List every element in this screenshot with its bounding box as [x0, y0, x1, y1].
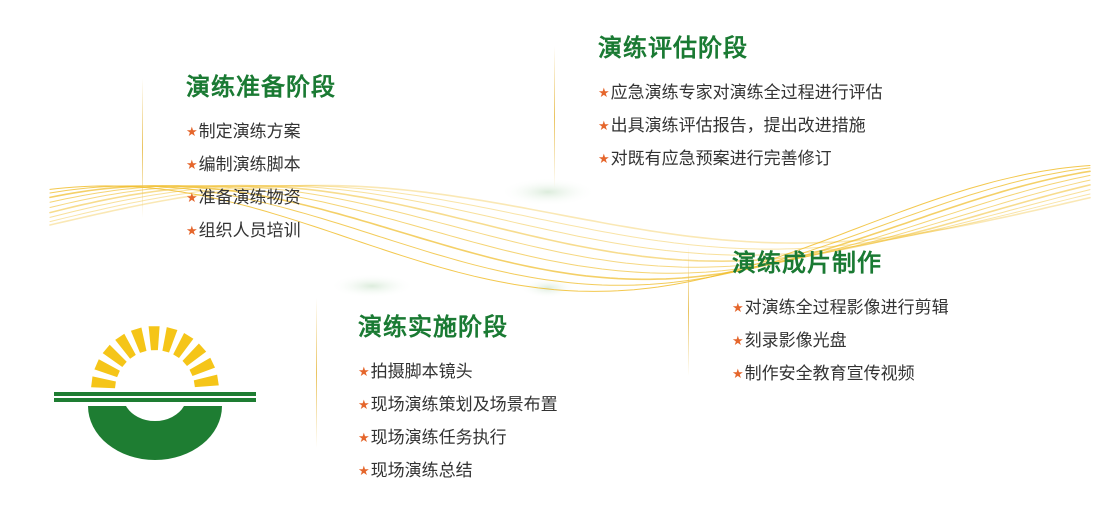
wave-line	[49, 165, 1091, 292]
list-item: ★编制演练脚本	[186, 149, 336, 182]
list-item: ★现场演练策划及场景布置	[358, 389, 558, 422]
sun-ray	[94, 359, 120, 378]
divider-line-post	[688, 246, 689, 376]
list-item: ★组织人员培训	[186, 215, 336, 248]
stage-title: 演练准备阶段	[186, 73, 336, 101]
stage-post: 演练成片制作 ★对演练全过程影像进行剪辑 ★刻录影像光盘 ★制作安全教育宣传视频	[732, 248, 949, 391]
sun-ray	[91, 376, 116, 389]
item-text: 应急演练专家对演练全过程进行评估	[610, 83, 883, 103]
item-text: 出具演练评估报告，提出改进措施	[610, 116, 866, 136]
list-item: ★现场演练总结	[358, 455, 558, 488]
item-text: 刻录影像光盘	[744, 331, 847, 351]
star-icon: ★	[186, 125, 198, 140]
item-text: 现场演练总结	[370, 461, 473, 481]
list-item: ★现场演练任务执行	[358, 422, 558, 455]
item-text: 组织人员培训	[198, 221, 301, 241]
item-text: 准备演练物资	[198, 188, 301, 208]
star-icon: ★	[598, 86, 610, 101]
sunrise-bowl-logo-icon	[54, 326, 256, 460]
stage-item-list: ★应急演练专家对演练全过程进行评估 ★出具演练评估报告，提出改进措施 ★对既有应…	[598, 77, 883, 176]
item-text: 对演练全过程影像进行剪辑	[744, 298, 949, 318]
wave-line	[49, 174, 1091, 274]
stage-item-list: ★拍摄脚本镜头 ★现场演练策划及场景布置 ★现场演练任务执行 ★现场演练总结	[358, 356, 558, 488]
sun-ray	[193, 374, 219, 388]
sun-ray	[115, 333, 136, 359]
list-item: ★制定演练方案	[186, 116, 336, 149]
stage-eval: 演练评估阶段 ★应急演练专家对演练全过程进行评估 ★出具演练评估报告，提出改进措…	[598, 33, 883, 176]
star-icon: ★	[186, 191, 198, 206]
divider-line-prep	[142, 78, 143, 218]
stage-prep: 演练准备阶段 ★制定演练方案 ★编制演练脚本 ★准备演练物资 ★组织人员培训	[186, 72, 336, 248]
divider-line-eval	[554, 46, 555, 188]
sun-ray	[130, 327, 147, 353]
list-item: ★制作安全教育宣传视频	[732, 358, 949, 391]
list-item: ★出具演练评估报告，提出改进措施	[598, 110, 883, 143]
item-text: 现场演练任务执行	[370, 428, 507, 448]
item-text: 制作安全教育宣传视频	[744, 364, 915, 384]
item-text: 制定演练方案	[198, 122, 301, 142]
star-icon: ★	[598, 152, 610, 167]
stage-item-list: ★对演练全过程影像进行剪辑 ★刻录影像光盘 ★制作安全教育宣传视频	[732, 292, 949, 391]
star-icon: ★	[358, 398, 370, 413]
star-icon: ★	[732, 334, 744, 349]
star-icon: ★	[358, 464, 370, 479]
wave-line	[49, 179, 1091, 268]
sun-ray	[173, 333, 194, 358]
stage-item-list: ★制定演练方案 ★编制演练脚本 ★准备演练物资 ★组织人员培训	[186, 116, 336, 248]
star-icon: ★	[358, 365, 370, 380]
wave-line	[49, 170, 1091, 281]
sun-ray	[189, 357, 215, 376]
wave-line	[49, 185, 1091, 250]
star-icon: ★	[186, 158, 198, 173]
stage-title: 演练成片制作	[732, 249, 882, 277]
wave-line	[49, 184, 1091, 244]
item-text: 现场演练策划及场景布置	[370, 395, 558, 415]
sun-ray	[148, 326, 160, 351]
sun-ray	[162, 327, 178, 353]
star-icon: ★	[358, 431, 370, 446]
list-item: ★对既有应急预案进行完善修订	[598, 143, 883, 176]
star-icon: ★	[598, 119, 610, 134]
divider-line-exec	[316, 298, 317, 448]
star-icon: ★	[732, 367, 744, 382]
list-item: ★拍摄脚本镜头	[358, 356, 558, 389]
stage-title: 演练评估阶段	[598, 34, 748, 62]
star-icon: ★	[186, 224, 198, 239]
list-item: ★准备演练物资	[186, 182, 336, 215]
stage-exec: 演练实施阶段 ★拍摄脚本镜头 ★现场演练策划及场景布置 ★现场演练任务执行 ★现…	[358, 312, 558, 488]
item-text: 拍摄脚本镜头	[370, 362, 473, 382]
sun-ray	[102, 344, 127, 367]
item-text: 对既有应急预案进行完善修订	[610, 149, 832, 169]
list-item: ★对演练全过程影像进行剪辑	[732, 292, 949, 325]
sun-ray	[182, 343, 207, 366]
wave-line	[49, 167, 1091, 286]
stage-title: 演练实施阶段	[358, 313, 508, 341]
star-icon: ★	[732, 301, 744, 316]
item-text: 编制演练脚本	[198, 155, 301, 175]
list-item: ★应急演练专家对演练全过程进行评估	[598, 77, 883, 110]
list-item: ★刻录影像光盘	[732, 325, 949, 358]
